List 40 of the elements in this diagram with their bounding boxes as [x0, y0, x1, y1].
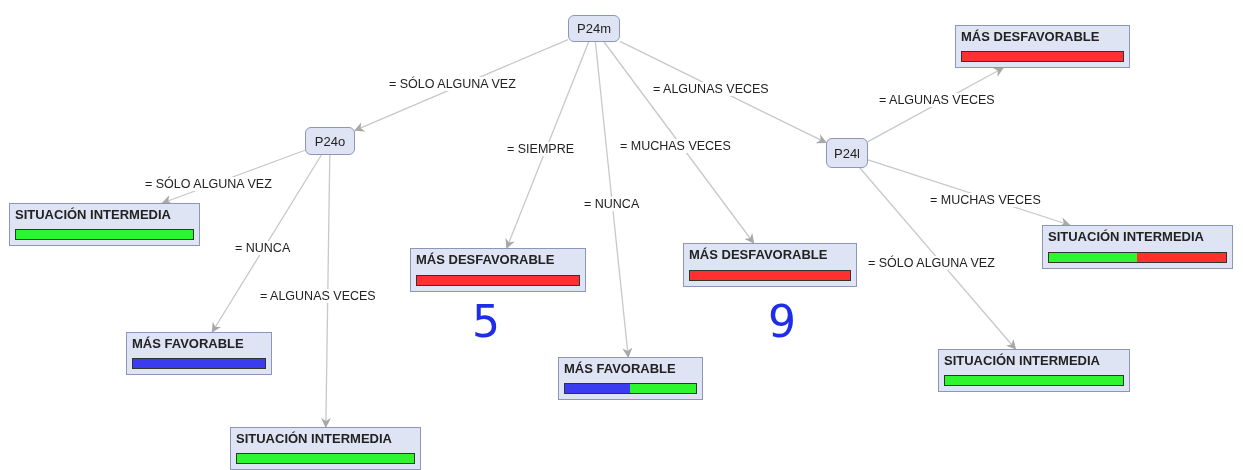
outcome-label: SITUACIÓN INTERMEDIA	[944, 353, 1101, 368]
outcome-label: SITUACIÓN INTERMEDIA	[1048, 229, 1205, 244]
arrow	[859, 167, 1017, 350]
handwritten-number: 9	[768, 300, 796, 344]
question-node: P24m	[568, 15, 620, 42]
outcome-box	[9, 203, 200, 246]
outcome-label: MÁS DESFAVORABLE	[416, 252, 556, 267]
edge-label: = NUNCA	[233, 241, 293, 255]
edge-label: = MUCHAS VECES	[928, 193, 1043, 207]
outcome-box	[558, 357, 703, 400]
arrow	[211, 154, 322, 333]
outcome-box	[230, 427, 421, 470]
outcome-label: SITUACIÓN INTERMEDIA	[15, 207, 172, 222]
arrow	[320, 154, 331, 428]
arrow	[505, 41, 590, 249]
edge-label: = SIEMPRE	[505, 142, 577, 156]
outcome-box	[1042, 225, 1233, 269]
outcome-label: MÁS DESFAVORABLE	[689, 247, 829, 262]
outcome-box	[126, 332, 272, 375]
question-node: P24l	[826, 138, 868, 168]
edge-label: = ALGUNAS VECES	[258, 289, 378, 303]
outcome-label: MÁS DESFAVORABLE	[961, 29, 1101, 44]
outcome-box	[410, 248, 586, 292]
outcome-box	[938, 349, 1130, 392]
edge-label: = MUCHAS VECES	[618, 139, 733, 153]
outcome-box	[683, 243, 857, 287]
question-node: P24o	[305, 127, 355, 155]
outcome-box	[955, 25, 1130, 68]
edge-label: = ALGUNAS VECES	[651, 82, 771, 96]
edge-label: = SÓLO ALGUNA VEZ	[866, 256, 997, 270]
arrow	[594, 41, 633, 358]
arrow	[603, 41, 755, 244]
handwritten-number: 5	[472, 300, 500, 344]
edge-label: = SÓLO ALGUNA VEZ	[387, 77, 518, 91]
edge-label: = ALGUNAS VECES	[877, 93, 997, 107]
outcome-label: MÁS FAVORABLE	[132, 336, 245, 351]
outcome-label: SITUACIÓN INTERMEDIA	[236, 431, 393, 446]
edge-label: = NUNCA	[582, 197, 642, 211]
outcome-label: MÁS FAVORABLE	[564, 361, 677, 376]
edge-label: = SÓLO ALGUNA VEZ	[143, 177, 274, 191]
